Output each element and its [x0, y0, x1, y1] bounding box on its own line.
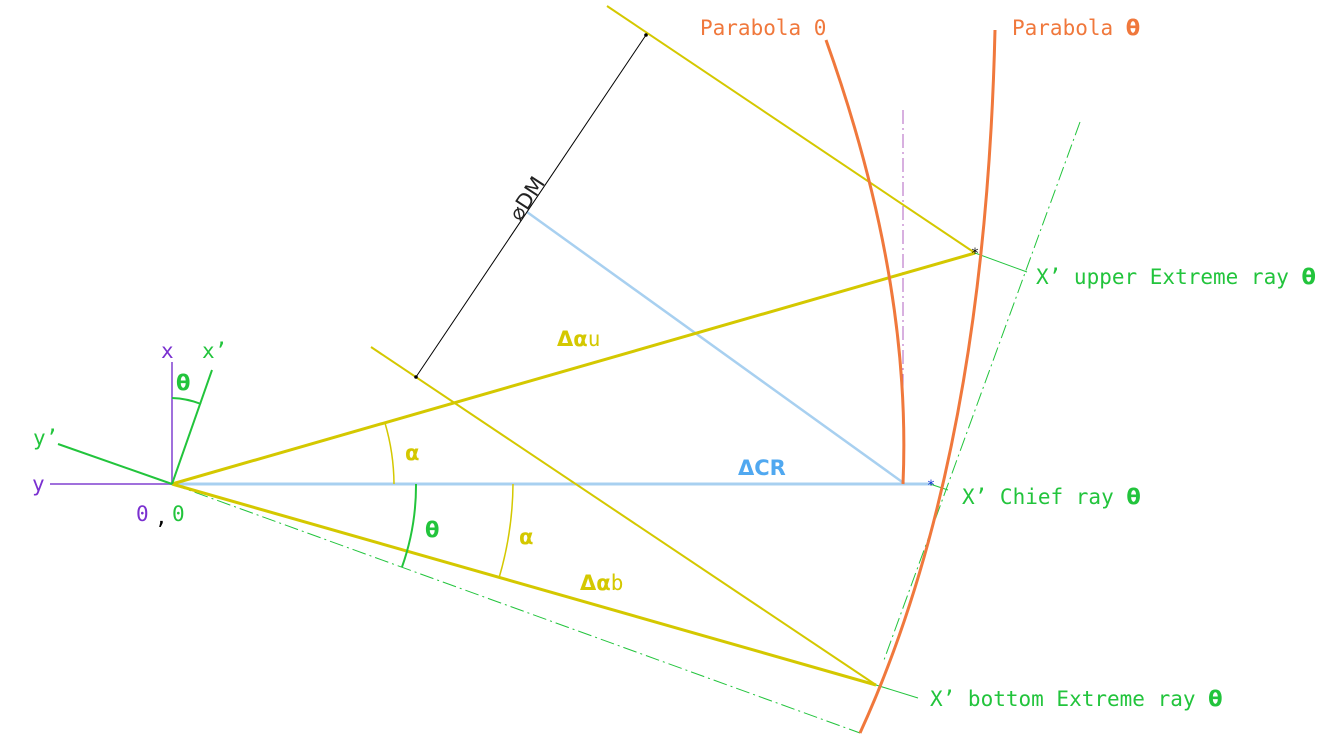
theta-arc-origin — [171, 397, 202, 405]
chief-point-marker: * — [928, 478, 935, 494]
alpha-label-upper: α — [405, 441, 419, 465]
delta-alpha-b-label: Δαb — [580, 571, 623, 595]
delta-alpha-u-label: Δαu — [557, 327, 600, 351]
lower-aperture-line — [370, 346, 877, 686]
parabola-0-label: Parabola 0 — [700, 16, 826, 40]
parabola-0-curve — [824, 39, 906, 485]
theta-arc-lower — [401, 483, 418, 568]
green-dashdot-upper — [171, 483, 861, 734]
upper-point-marker: * — [972, 246, 979, 262]
parabola-theta-curve — [858, 29, 997, 734]
diameter-center-line — [526, 210, 906, 486]
theta-label-lower: θ — [425, 518, 439, 542]
alpha-arc-lower — [498, 483, 514, 579]
bottom-ray-label: X’ bottom Extreme ray θ — [930, 687, 1223, 711]
axis-y-prime-label: y’ — [33, 426, 58, 450]
origin-label-0: 0 — [136, 502, 149, 526]
green-dashdot-right — [883, 121, 1081, 661]
theta-label-origin: θ — [176, 371, 190, 395]
axis-x-label: x — [161, 339, 174, 363]
y-prime-axis — [57, 443, 173, 485]
delta-cr-label: ΔCR — [738, 456, 786, 480]
diameter-tick-bottom — [414, 375, 418, 379]
axis-x-prime-label: x’ — [202, 339, 227, 363]
diameter-dimension-line — [415, 34, 647, 378]
diameter-label: ⌀DM — [504, 172, 550, 224]
parabola-theta-label: Parabola θ — [1012, 16, 1140, 40]
leader-upper — [974, 252, 1028, 273]
axis-y-label: y — [32, 472, 45, 496]
alpha-arc-upper — [384, 422, 395, 485]
upper-aperture-line — [606, 5, 976, 254]
leader-bottom — [875, 684, 919, 699]
upper-ray-label: X’ upper Extreme ray θ — [1036, 265, 1316, 289]
x-prime-axis — [171, 369, 213, 485]
bottom-extreme-ray — [171, 482, 877, 687]
origin-label-0-prime: 0 — [172, 502, 185, 526]
chief-ray-label: X’ Chief ray θ — [962, 485, 1141, 509]
leader-chief — [929, 483, 949, 491]
origin-label-comma: , — [155, 505, 168, 529]
alpha-label-lower: α — [519, 525, 533, 549]
upper-extreme-ray — [171, 251, 976, 486]
diameter-tick-top — [644, 33, 648, 37]
